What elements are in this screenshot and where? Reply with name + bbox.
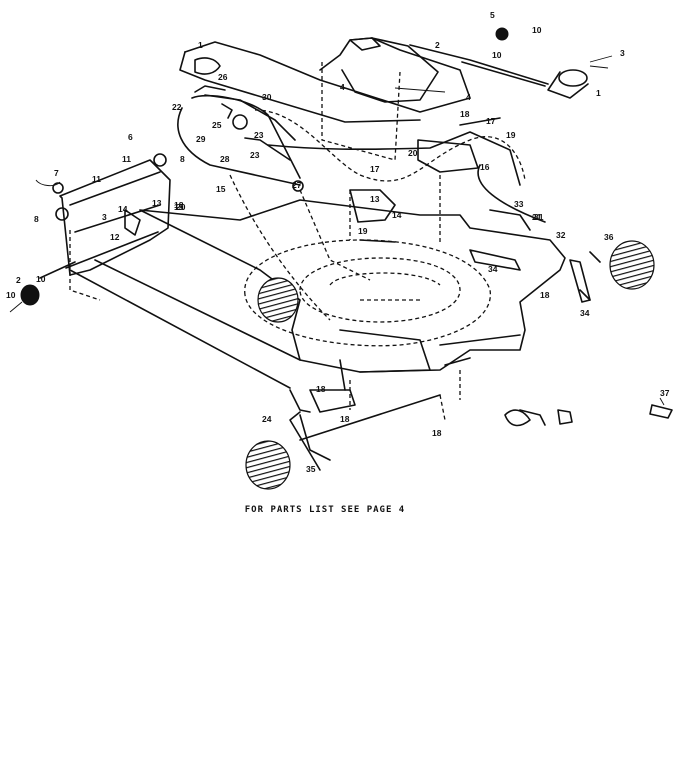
callout-number: 18: [174, 200, 184, 210]
callout-number: 11: [92, 174, 101, 184]
callout-number: 30: [262, 92, 272, 102]
callout-number: 20: [408, 148, 418, 158]
callout-number: 18: [340, 414, 350, 424]
callout-number: 25: [212, 120, 222, 130]
callout-number: 21: [532, 212, 542, 222]
callout-number: 18: [432, 428, 442, 438]
callout-number: 36: [604, 232, 614, 242]
callout-number: 18: [460, 109, 470, 119]
callout-number: 19: [506, 130, 516, 140]
callout-number: 27: [292, 180, 302, 190]
callout-number: 14: [118, 204, 128, 214]
callout-number: 2: [435, 40, 440, 50]
parts-list-reference-caption: FOR PARTS LIST SEE PAGE 4: [244, 505, 406, 515]
callout-number: 24: [262, 414, 272, 424]
callout-number: 18: [316, 384, 326, 394]
callout-number: 2: [16, 275, 21, 285]
callout-number: 10: [6, 290, 16, 300]
callout-number: 8: [180, 154, 185, 164]
callout-number: 6: [128, 132, 133, 142]
wheel-part: [245, 240, 655, 490]
callout-number: 34: [580, 308, 590, 318]
wheel-right: [609, 240, 655, 290]
callout-number: 4: [466, 92, 471, 102]
callout-number: 17: [370, 164, 380, 174]
callout-number: 10: [532, 25, 542, 35]
callout-number: 18: [540, 290, 550, 300]
mower-deck-part: [69, 117, 591, 471]
callout-number: 1: [198, 40, 203, 50]
callout-number: 13: [370, 194, 380, 204]
front-axle-bracket-part: [9, 153, 171, 313]
callout-number: 26: [218, 72, 228, 82]
callout-number: 17: [486, 116, 496, 126]
callout-number: 31: [534, 212, 544, 222]
wheel-front-left: [245, 440, 291, 490]
callout-number: 3: [620, 48, 625, 58]
callout-number: 35: [306, 464, 316, 474]
callout-labels: 1 1 2 2 3 3 4 4 5 6 7 8 8 10 10 10 10 11…: [6, 10, 670, 474]
wheel-rear-left: [257, 277, 299, 323]
callout-number: 19: [358, 226, 368, 236]
height-adjuster-lever-part: [177, 85, 526, 321]
callout-number: 15: [216, 184, 226, 194]
rear-handle-bracket-part: [179, 37, 549, 161]
callout-number: 22: [172, 102, 182, 112]
callout-number: 4: [340, 82, 345, 92]
callout-number: 16: [480, 162, 490, 172]
callout-number: 20: [176, 202, 186, 212]
callout-number: 3: [102, 212, 107, 222]
callout-number: 32: [556, 230, 566, 240]
callout-number: 37: [660, 388, 670, 398]
callout-number: 33: [514, 199, 524, 209]
callout-number: 7: [54, 168, 59, 178]
callout-number: 29: [196, 134, 206, 144]
rear-axle-cap-part: [461, 27, 613, 99]
callout-number: 23: [250, 150, 260, 160]
loose-hardware-part: [504, 251, 673, 427]
callout-number: 34: [488, 264, 498, 274]
callout-number: 5: [490, 10, 495, 20]
callout-number: 1: [596, 88, 601, 98]
callout-number: 23: [254, 130, 264, 140]
callout-number: 13: [152, 198, 162, 208]
callout-number: 12: [110, 232, 120, 242]
callout-number: 15: [174, 202, 184, 212]
callout-number: 10: [36, 274, 46, 284]
callout-number: 10: [492, 50, 502, 60]
callout-number: 28: [220, 154, 230, 164]
callout-number: 8: [34, 214, 39, 224]
callout-number: 14: [392, 210, 402, 220]
callout-number: 11: [122, 154, 131, 164]
